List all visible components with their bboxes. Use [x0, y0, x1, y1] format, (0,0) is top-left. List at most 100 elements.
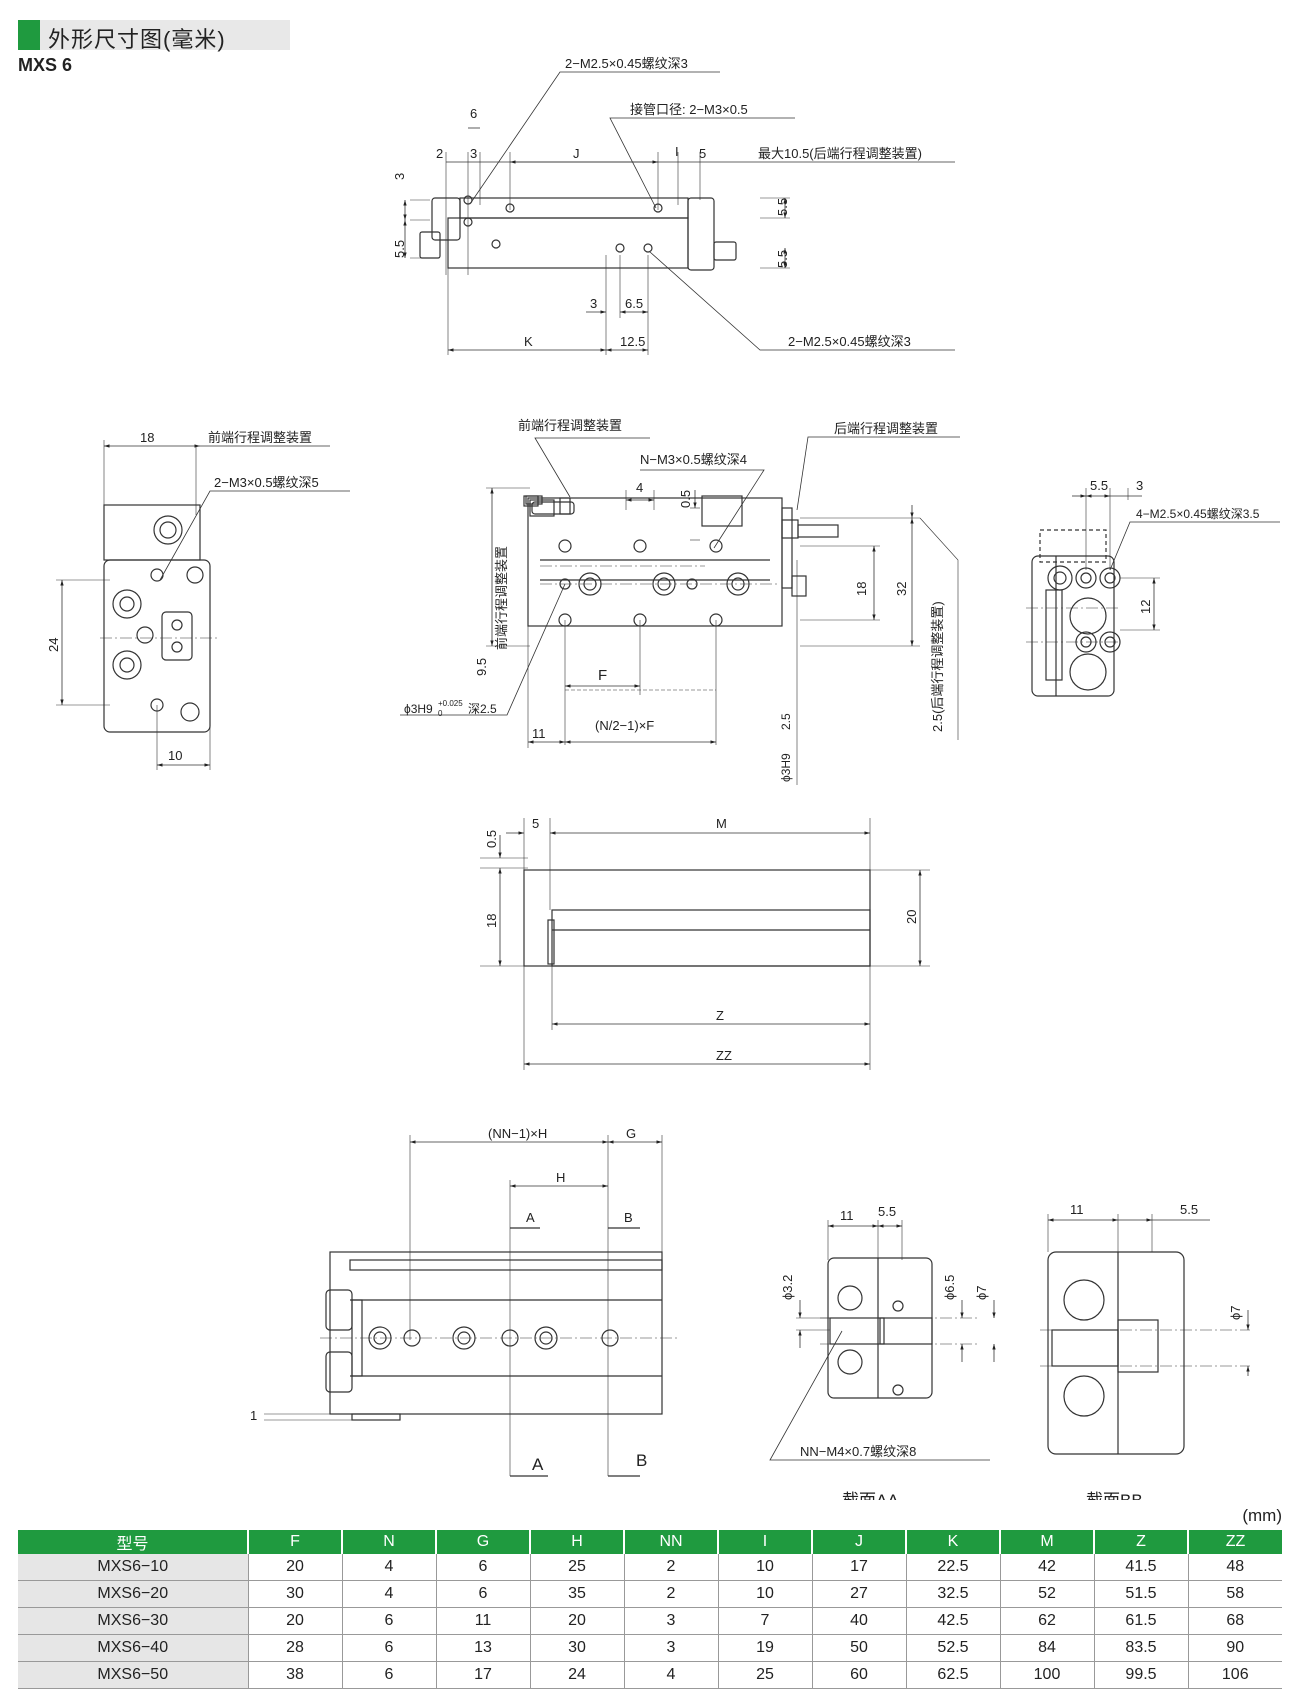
dim-9.5: 9.5 [474, 658, 489, 676]
bottom-view [480, 818, 930, 1070]
dim-3: 3 [470, 146, 477, 161]
dim-6.5: 6.5 [625, 296, 643, 311]
col-header: ZZ [1188, 1530, 1282, 1554]
section-aa [769, 1220, 996, 1461]
value-cell: 7 [718, 1607, 813, 1635]
value-cell: 30 [530, 1634, 625, 1662]
dim-ZZ: ZZ [716, 1048, 732, 1063]
dim-3-bottom: 3 [590, 296, 597, 311]
col-header: I [718, 1530, 813, 1554]
note-left-thread: 2−M3×0.5螺纹深5 [214, 475, 319, 490]
note-NN-thread: NN−M4×0.7螺纹深8 [800, 1444, 916, 1459]
dim-12.5: 12.5 [620, 334, 645, 349]
dim-A-top: A [526, 1210, 535, 1225]
value-cell: 50 [812, 1634, 907, 1662]
dim-11: 11 [532, 726, 546, 741]
formula-nn: (NN−1)×H [488, 1126, 547, 1141]
value-cell: 27 [812, 1580, 907, 1608]
value-cell: 4 [342, 1580, 437, 1608]
col-header: G [436, 1530, 531, 1554]
value-cell: 11 [436, 1607, 531, 1635]
section-header: 外形尺寸图(毫米) [18, 20, 290, 52]
value-cell: 106 [1188, 1661, 1282, 1689]
value-cell: 19 [718, 1634, 813, 1662]
dim-0.5-bottom: 0.5 [484, 830, 499, 848]
section-aa-title: 截面AA [842, 1491, 899, 1500]
dim-5.5-end: 5.5 [1090, 478, 1108, 493]
dim-phi7-aa: ϕ7 [974, 1285, 989, 1300]
dim-11-aa: 11 [840, 1208, 854, 1223]
dim-5.5-aa: 5.5 [878, 1204, 896, 1219]
dim-20: 20 [904, 910, 919, 924]
front-view [400, 436, 960, 785]
value-cell: 52 [1000, 1580, 1095, 1608]
note-depth: 深2.5 [468, 702, 497, 716]
note-end-thread: 4−M2.5×0.45螺纹深3.5 [1136, 507, 1260, 521]
value-cell: 42.5 [906, 1607, 1001, 1635]
value-cell: 32.5 [906, 1580, 1001, 1608]
tol-lower: 0 [438, 709, 443, 718]
dim-I: I [675, 144, 679, 159]
value-cell: 84 [1000, 1634, 1095, 1662]
model-label: MXS 6 [18, 55, 73, 75]
value-cell: 24 [530, 1661, 625, 1689]
dim-phi6.5: ϕ6.5 [942, 1275, 957, 1300]
value-cell: 13 [436, 1634, 531, 1662]
value-cell: 41.5 [1094, 1554, 1189, 1581]
col-header: N [342, 1530, 437, 1554]
value-cell: 83.5 [1094, 1634, 1189, 1662]
formula-nf: (N/2−1)×F [595, 718, 654, 733]
side-view [264, 1135, 680, 1477]
dim-5.5-right-bot: 5.5 [775, 250, 790, 268]
value-cell: 62.5 [906, 1661, 1001, 1689]
value-cell: 2 [624, 1580, 719, 1608]
value-cell: 60 [812, 1661, 907, 1689]
dim-10: 10 [168, 748, 182, 763]
dim-F: F [598, 667, 607, 684]
dim-K: K [524, 334, 533, 349]
model-cell: MXS6−40 [18, 1634, 249, 1662]
col-header: J [812, 1530, 907, 1554]
dim-phi7-bb: ϕ7 [1228, 1305, 1243, 1320]
dim-2: 2 [436, 146, 443, 161]
dim-18-front: 18 [854, 582, 869, 596]
note-thread-N: N−M3×0.5螺纹深4 [640, 452, 747, 467]
dim-5.5-left: 5.5 [392, 240, 407, 258]
value-cell: 52.5 [906, 1634, 1001, 1662]
dim-5: 5 [699, 146, 706, 161]
note-phi3h9: ϕ3H9 [404, 702, 433, 716]
tol-upper: +0.025 [438, 699, 463, 708]
value-cell: 25 [718, 1661, 813, 1689]
unit-label: (mm) [1242, 1506, 1282, 1525]
value-cell: 4 [342, 1554, 437, 1581]
model-cell: MXS6−30 [18, 1607, 249, 1635]
value-cell: 6 [342, 1634, 437, 1662]
right-end-view [1026, 488, 1280, 697]
dim-M: M [716, 816, 727, 831]
col-header: K [906, 1530, 1001, 1554]
value-cell: 20 [248, 1607, 343, 1635]
dimension-drawings: 2−M2.5×0.45螺纹深3 接管口径: 2−M3×0.5 最大10.5(后端… [46, 56, 1280, 1500]
value-cell: 58 [1188, 1580, 1282, 1608]
value-cell: 20 [248, 1554, 343, 1581]
dim-4: 4 [636, 480, 643, 495]
value-cell: 68 [1188, 1607, 1282, 1635]
note-bottom-thread: 2−M2.5×0.45螺纹深3 [788, 334, 911, 349]
left-side-view [56, 440, 350, 770]
value-cell: 6 [436, 1554, 531, 1581]
dim-2.5-vert: 2.5 [779, 713, 793, 730]
value-cell: 42 [1000, 1554, 1095, 1581]
value-cell: 6 [436, 1580, 531, 1608]
col-header: M [1000, 1530, 1095, 1554]
value-cell: 2 [624, 1554, 719, 1581]
section-A-marker: A [532, 1455, 544, 1474]
dim-G: G [626, 1126, 636, 1141]
col-header: F [248, 1530, 343, 1554]
dim-phi3.2: ϕ3.2 [780, 1275, 795, 1300]
value-cell: 20 [530, 1607, 625, 1635]
top-view [403, 71, 955, 355]
dim-0.5: 0.5 [678, 490, 693, 508]
